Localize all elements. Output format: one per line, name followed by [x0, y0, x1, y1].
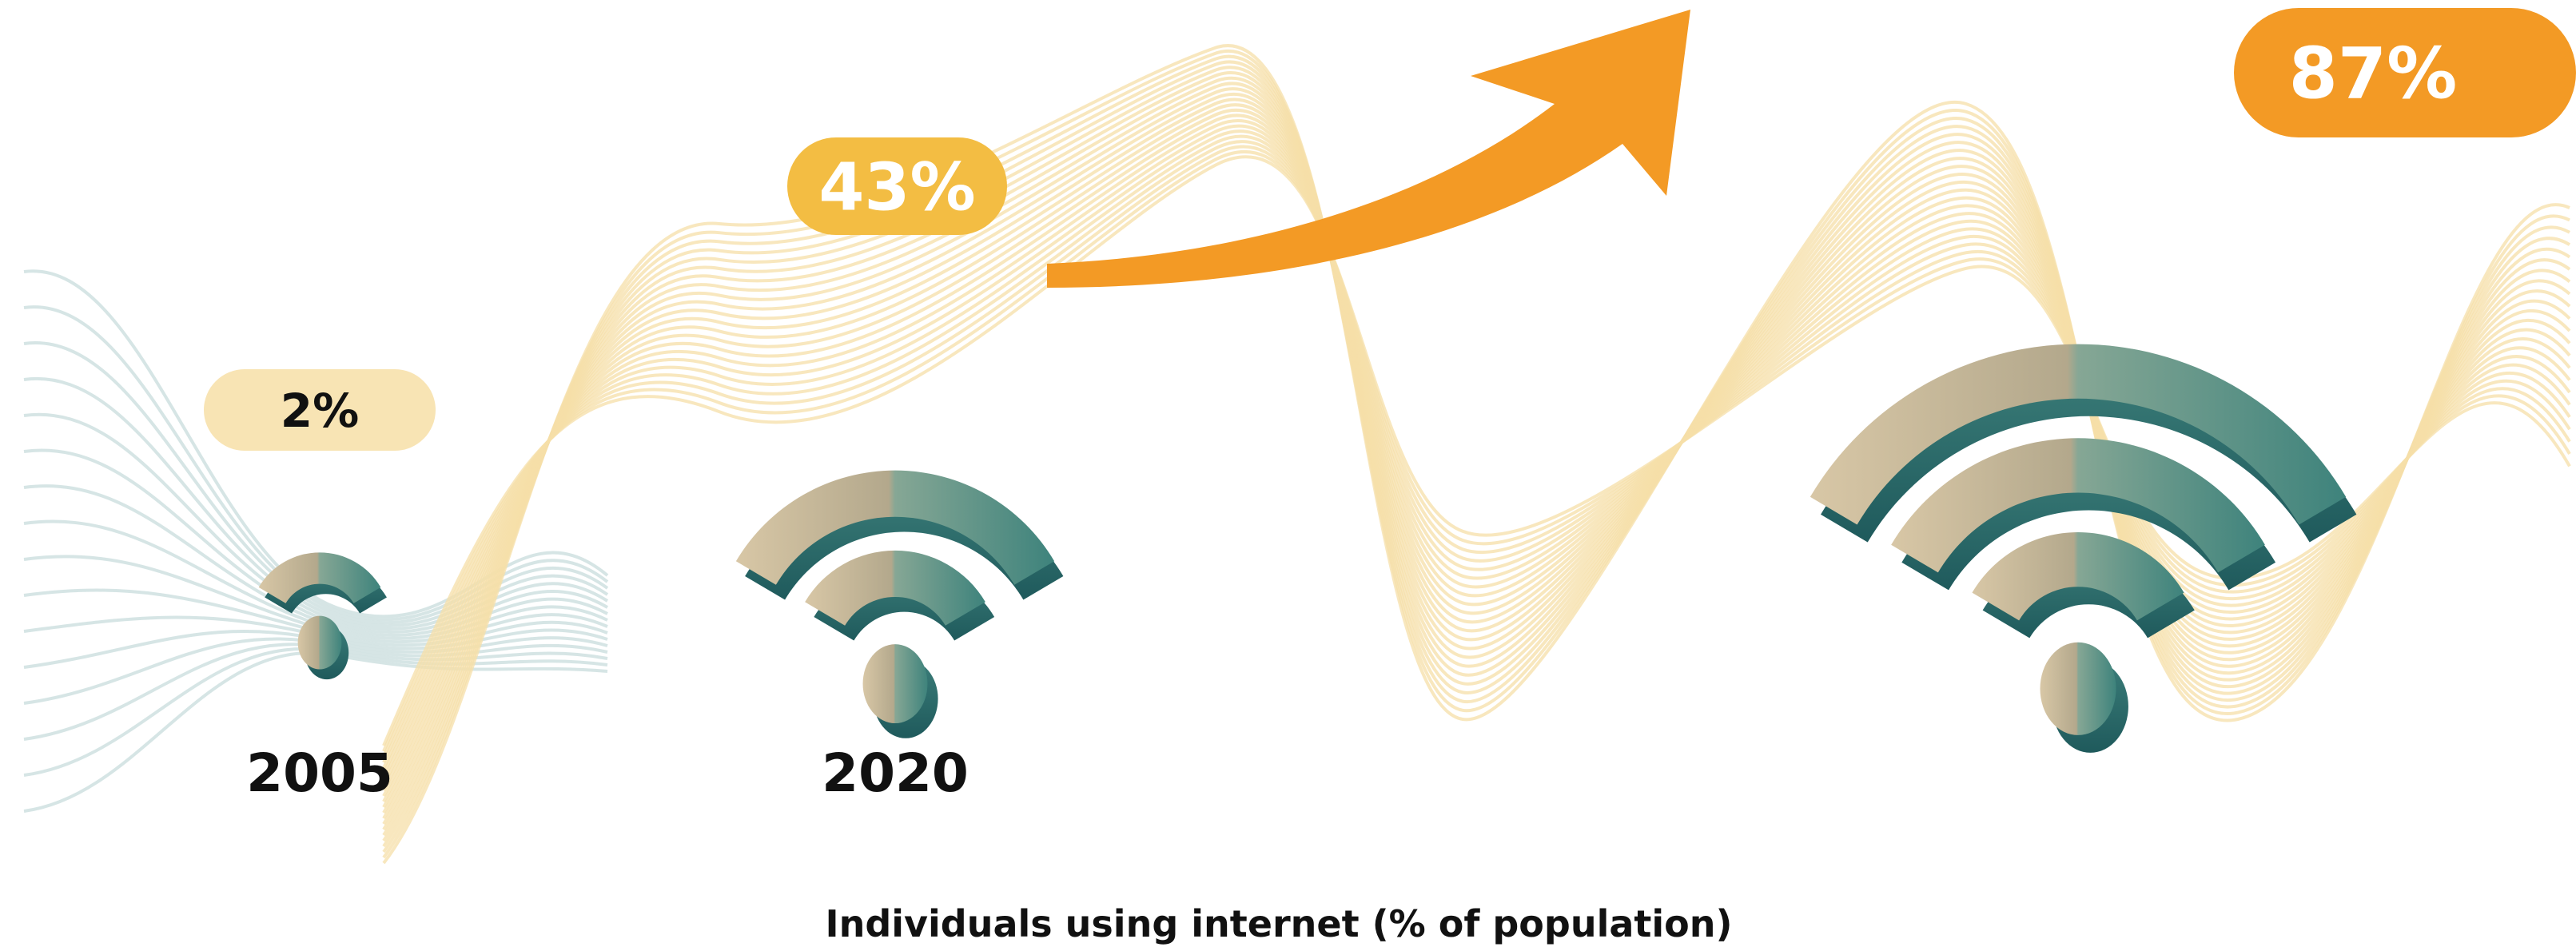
- wave-line: [382, 124, 2571, 780]
- category-label: 2005: [246, 742, 393, 804]
- category-label: 2020: [822, 742, 969, 804]
- wifi-icon: [735, 470, 1064, 738]
- wave-line: [382, 77, 2571, 831]
- wave-line: [23, 376, 609, 628]
- wave-line: [382, 97, 2571, 808]
- value-badge: 87%: [2234, 8, 2576, 137]
- growth-arrow-shape: [1047, 10, 1690, 288]
- wave-line: [382, 87, 2571, 820]
- wave-line: [382, 134, 2571, 769]
- wifi-dot: [862, 644, 928, 724]
- wave-line: [382, 93, 2571, 814]
- wave-line: [382, 44, 2570, 865]
- wifi-arc: [1972, 532, 2184, 621]
- wave-line: [382, 103, 2571, 802]
- wifi-icons: [258, 344, 2357, 753]
- wave-line: [382, 113, 2571, 791]
- badge-background: [787, 137, 1007, 235]
- wifi-arc: [805, 550, 985, 626]
- wifi-dot: [297, 615, 342, 670]
- value-label: 87%: [2289, 33, 2458, 115]
- wave-line: [382, 82, 2571, 826]
- wave-line: [23, 305, 609, 622]
- badge-background: [2234, 8, 2576, 137]
- wifi-arc: [1810, 344, 2347, 525]
- wave-line: [382, 129, 2571, 774]
- value-badges: 2% 43% 87%: [204, 8, 2576, 451]
- x-axis-label: Individuals using internet (% of populat…: [825, 902, 1732, 945]
- wifi-icon: [1810, 344, 2357, 753]
- decorative-wave-lines: [23, 44, 2571, 865]
- wave-line: [382, 49, 2570, 859]
- wifi-arc: [258, 552, 381, 603]
- value-label: 43%: [818, 150, 975, 226]
- wave-line: [382, 54, 2570, 854]
- wave-line: [382, 150, 2571, 752]
- category-labels: 2005 2020: [246, 742, 969, 804]
- wave-line: [23, 448, 609, 634]
- wave-line: [23, 412, 609, 631]
- value-label: 2%: [281, 384, 359, 438]
- wave-line: [382, 60, 2571, 848]
- growth-arrow: [1047, 10, 1690, 288]
- wave-line: [23, 269, 609, 619]
- badge-background: [204, 369, 436, 451]
- wave-line: [382, 71, 2571, 837]
- wifi-dot: [2040, 642, 2116, 735]
- wave-line: [382, 140, 2571, 763]
- wave-line: [382, 145, 2571, 758]
- wifi-icon: [258, 552, 387, 680]
- wave-line: [382, 108, 2571, 797]
- wifi-arc: [1891, 438, 2265, 573]
- value-badge: 43%: [787, 137, 1007, 235]
- wave-line: [382, 66, 2571, 842]
- wave-line: [23, 341, 609, 625]
- wave-line: [382, 119, 2571, 786]
- wifi-arc: [735, 470, 1055, 585]
- value-badge: 2%: [204, 369, 436, 451]
